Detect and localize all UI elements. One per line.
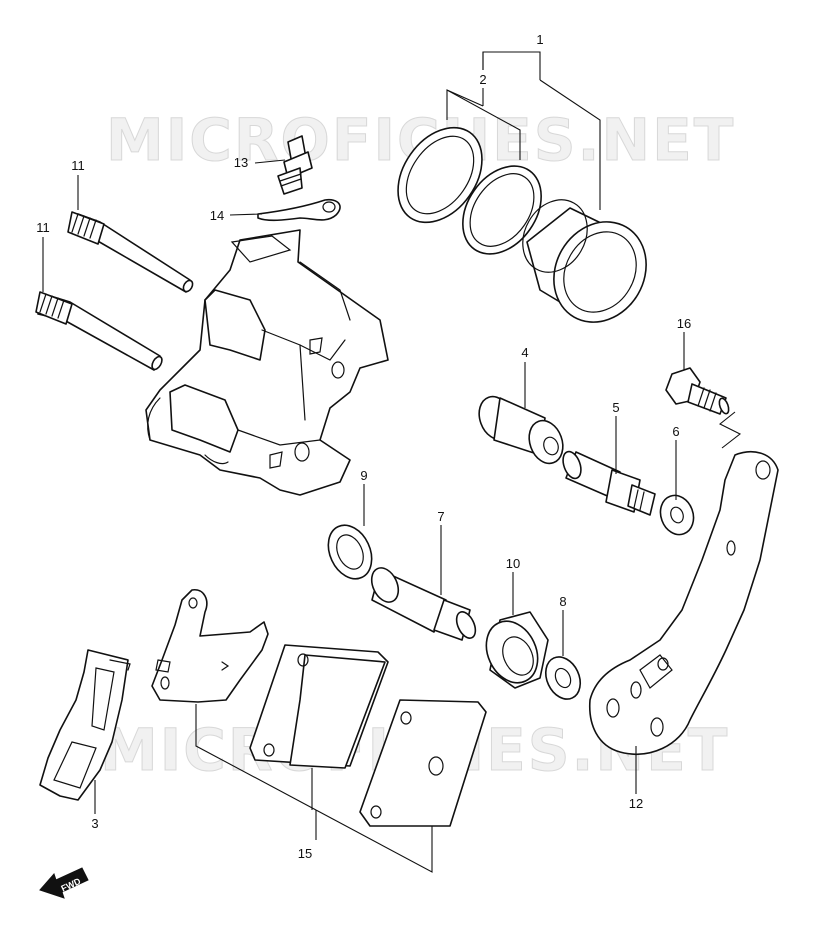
callout-3: 3 bbox=[91, 816, 98, 831]
bleeder-screw bbox=[277, 135, 313, 195]
slide-pin bbox=[562, 450, 656, 516]
callout-2: 2 bbox=[479, 72, 486, 87]
callout-15: 15 bbox=[298, 846, 312, 861]
caliper-body bbox=[145, 229, 389, 496]
bleeder-cap bbox=[257, 198, 341, 222]
boot-10 bbox=[485, 611, 549, 689]
callout-5: 5 bbox=[612, 400, 619, 415]
piston-seal-dust bbox=[462, 165, 542, 255]
caliper-sleeve bbox=[478, 395, 564, 465]
pad-pin-lower bbox=[35, 291, 163, 371]
caliper-piston bbox=[522, 199, 647, 323]
washer-8 bbox=[544, 656, 582, 700]
pad-pin-upper bbox=[67, 211, 194, 293]
pad-retainer-plate bbox=[151, 589, 269, 703]
callout-1: 1 bbox=[536, 32, 543, 47]
callout-13: 13 bbox=[234, 155, 248, 170]
leader-lines bbox=[42, 51, 742, 873]
fwd-badge: FWD bbox=[39, 867, 89, 899]
callout-14: 14 bbox=[210, 208, 224, 223]
bracket-bolt bbox=[665, 367, 730, 415]
callout-6: 6 bbox=[672, 424, 679, 439]
caliper-pin-7 bbox=[370, 567, 477, 641]
watermark-top: MICROFICHES.NET bbox=[106, 106, 735, 174]
callout-11-lower: 11 bbox=[36, 220, 50, 235]
washer-6 bbox=[659, 494, 695, 536]
piston-seal-outer bbox=[397, 126, 483, 224]
boot-9 bbox=[327, 524, 373, 580]
callout-12: 12 bbox=[629, 796, 643, 811]
brake-pad-inner bbox=[249, 644, 389, 769]
callout-16: 16 bbox=[677, 316, 691, 331]
callout-8: 8 bbox=[559, 594, 566, 609]
callout-4: 4 bbox=[521, 345, 528, 360]
fwd-arrow-icon bbox=[39, 867, 89, 899]
caliper-bracket bbox=[588, 451, 779, 755]
callout-10: 10 bbox=[506, 556, 520, 571]
callout-9: 9 bbox=[360, 468, 367, 483]
callout-7: 7 bbox=[437, 509, 444, 524]
callout-11-upper: 11 bbox=[71, 158, 85, 173]
brake-pad-outer bbox=[359, 699, 487, 827]
pad-spring bbox=[39, 649, 131, 801]
